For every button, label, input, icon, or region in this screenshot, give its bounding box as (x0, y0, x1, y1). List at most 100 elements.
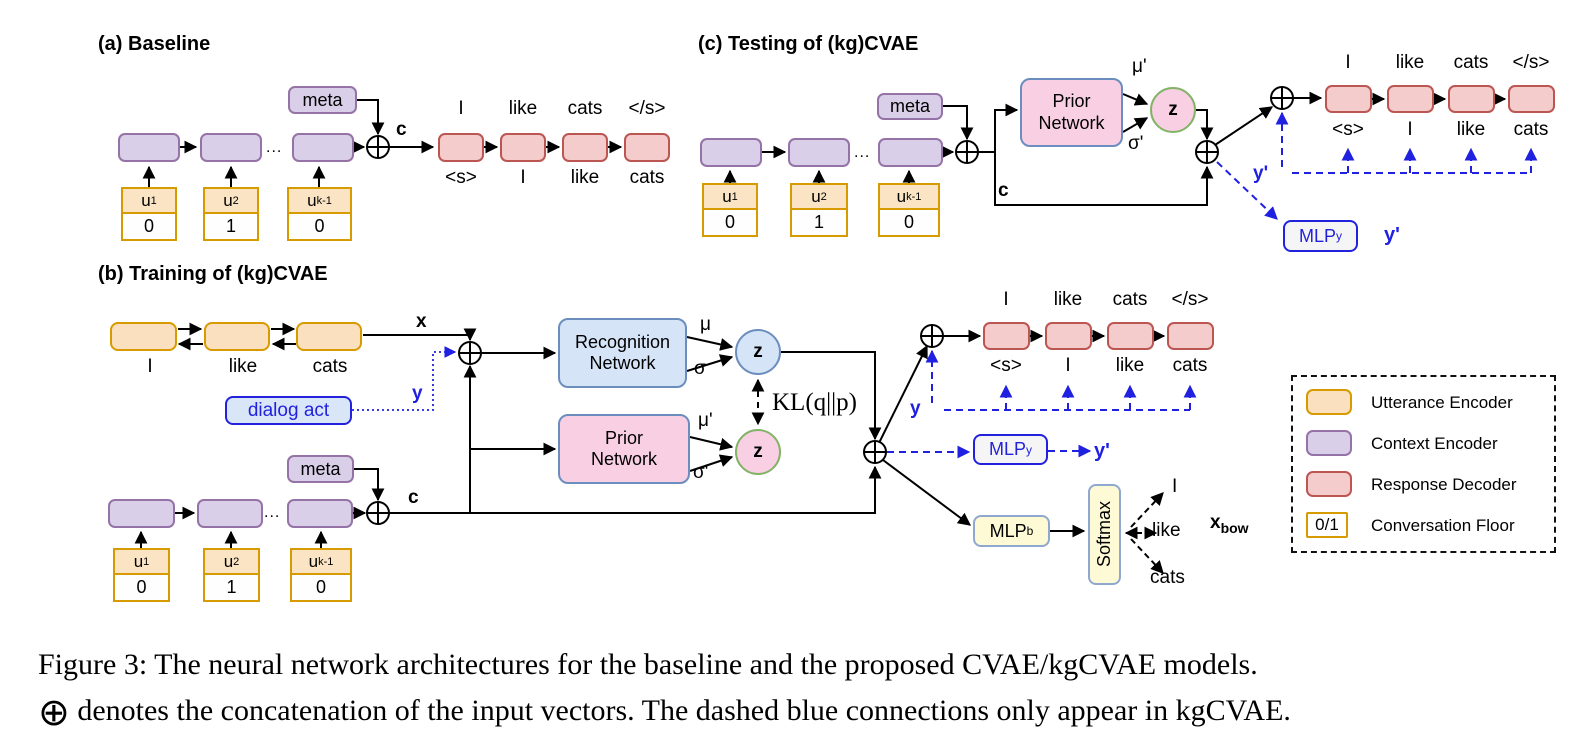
u-sub: 2 (233, 555, 240, 568)
response-decoder-cell (562, 133, 608, 162)
softmax-label: Softmax (1094, 501, 1114, 568)
meta-box: meta (288, 86, 357, 114)
legend-swatch-context-encoder (1306, 430, 1352, 456)
bow-word: I (1172, 476, 1178, 497)
concat-node-b2 (863, 440, 887, 464)
legend-label: Response Decoder (1371, 475, 1517, 494)
u-base: u (141, 190, 151, 210)
context-encoder-cell (287, 499, 353, 528)
concat-node-b3 (366, 501, 390, 525)
u-base: u (308, 551, 319, 571)
floor-cell: 0 (702, 208, 758, 237)
decoder-output-word: like (508, 98, 538, 119)
panel-b-title: (b) Training of (kg)CVAE (98, 263, 328, 285)
legend-label: Context Encoder (1371, 434, 1498, 453)
prior-network-line2: Network (590, 449, 657, 469)
u-sub: 1 (143, 555, 150, 568)
decoder-output-word: </s> (628, 98, 666, 119)
ellipsis: ... (266, 139, 283, 156)
mlp-sub: y (1026, 442, 1032, 457)
decoder-input-word: <s> (990, 355, 1022, 376)
sigma-label: σ (694, 358, 706, 379)
context-encoder-cell (197, 499, 263, 528)
floor-cell: 0 (121, 212, 177, 241)
decoder-input-word: I (1407, 119, 1413, 140)
decoder-output-word: I (1345, 52, 1351, 73)
utterance-encoder-cell (296, 322, 362, 351)
floor-cell: 0 (878, 208, 940, 237)
mlp-base: MLP (988, 439, 1026, 459)
u-base: u (811, 186, 821, 206)
mlp-sub: y (1336, 229, 1342, 243)
response-decoder-cell (624, 133, 670, 162)
mlp-base: MLP (1298, 225, 1336, 246)
c-label: c (408, 487, 419, 508)
kl-divergence-label: KL(q||p) (772, 389, 857, 416)
decoder-input-word: <s> (1332, 119, 1364, 140)
floor-cell: 0 (287, 212, 352, 241)
x-label: x (416, 311, 427, 332)
mu-label: μ (700, 314, 711, 335)
u-base: u (133, 551, 144, 571)
u-sub: k-1 (316, 194, 332, 207)
decoder-input-word: like (1115, 355, 1145, 376)
utterance-word: cats (312, 356, 348, 377)
decoder-output-word: </s> (1171, 289, 1209, 310)
y-prime-label: y' (1253, 163, 1269, 184)
recognition-line1: Recognition (574, 331, 671, 352)
decoder-output-word: I (458, 98, 464, 119)
response-decoder-cell (1448, 85, 1495, 113)
decoder-output-word: cats (1112, 289, 1148, 310)
z-node-recognition: z (735, 329, 781, 375)
decoder-input-word: cats (629, 167, 665, 188)
context-encoder-cell (108, 499, 175, 528)
decoder-output-word: I (1003, 289, 1009, 310)
concat-node-c3 (1270, 86, 1294, 110)
ellipsis: ... (264, 504, 281, 521)
legend-swatch-response-decoder (1306, 471, 1352, 497)
z-node-prior: z (735, 429, 781, 475)
prior-network-line1: Prior (604, 427, 643, 448)
decoder-input-word: I (520, 167, 526, 188)
u-base: u (223, 551, 234, 571)
response-decoder-cell (1045, 322, 1092, 350)
c-label: c (998, 180, 1009, 201)
decoder-input-word: cats (1513, 119, 1549, 140)
y-prime-label: y' (1094, 440, 1110, 462)
u-base: u (896, 186, 907, 206)
legend-label: Utterance Encoder (1371, 393, 1513, 412)
legend-label: Conversation Floor (1371, 516, 1515, 535)
prior-network-line2: Network (1038, 112, 1105, 133)
z-node-prior: z (1150, 87, 1196, 133)
caption-line2: ⊕ denotes the concatenation of the input… (38, 688, 1573, 735)
u-sub: 2 (820, 190, 827, 203)
u-base: u (722, 186, 732, 206)
context-encoder-cell (700, 138, 762, 167)
panel-a-title: (a) Baseline (98, 33, 211, 55)
utterance-word: like (228, 356, 258, 377)
decoder-output-word: </s> (1512, 52, 1550, 73)
decoder-input-word: like (570, 167, 600, 188)
context-encoder-cell (200, 133, 262, 162)
x-bow-label: xbow (1210, 512, 1249, 536)
caption-line1: Figure 3: The neural network architectur… (38, 648, 1258, 681)
